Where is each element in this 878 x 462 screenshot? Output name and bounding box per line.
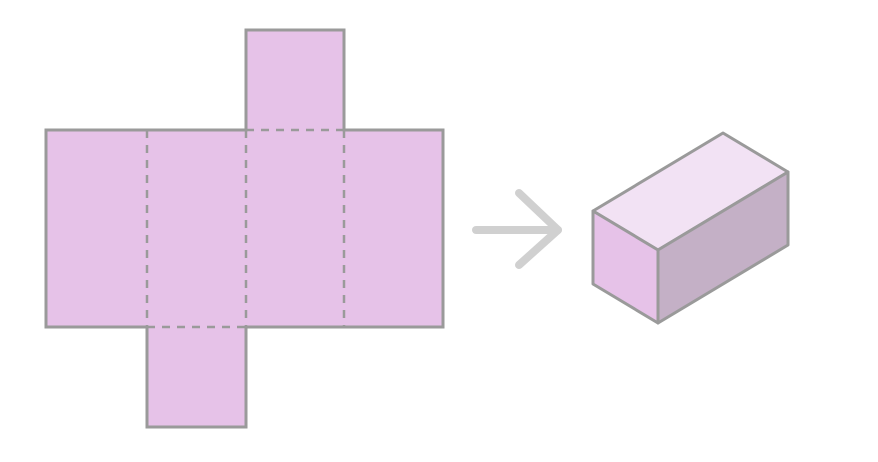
net-face-strip xyxy=(46,130,443,327)
cuboid-solid xyxy=(591,131,790,325)
net-face-bottom-flap xyxy=(147,327,246,427)
cuboid-net xyxy=(44,28,445,429)
net-face-top-flap xyxy=(246,30,344,130)
cuboid-front-face xyxy=(591,209,660,325)
right-arrow-icon xyxy=(472,189,562,269)
